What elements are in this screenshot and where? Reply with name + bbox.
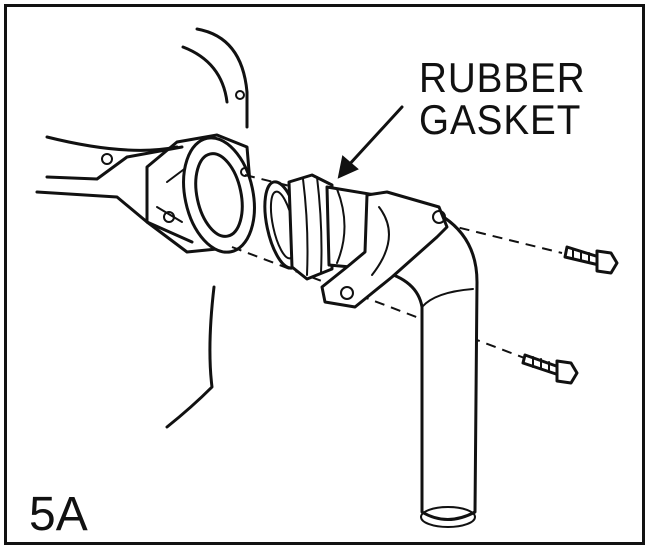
diagram-frame: RUBBER GASKET 5A bbox=[4, 4, 645, 545]
rubber-gasket bbox=[263, 173, 334, 281]
callout-arrow bbox=[337, 105, 404, 179]
callout-line-2: GASKET bbox=[419, 96, 582, 143]
tube-flange bbox=[320, 190, 449, 309]
disposer-assembly-drawing bbox=[35, 27, 619, 528]
figure-label: 5A bbox=[29, 488, 88, 541]
outlet-flange bbox=[182, 136, 256, 254]
bolt-lower bbox=[521, 353, 579, 385]
callout-line-1: RUBBER bbox=[419, 54, 586, 101]
rubber-gasket-callout: RUBBER GASKET bbox=[419, 57, 603, 141]
bolt-upper bbox=[563, 245, 619, 275]
